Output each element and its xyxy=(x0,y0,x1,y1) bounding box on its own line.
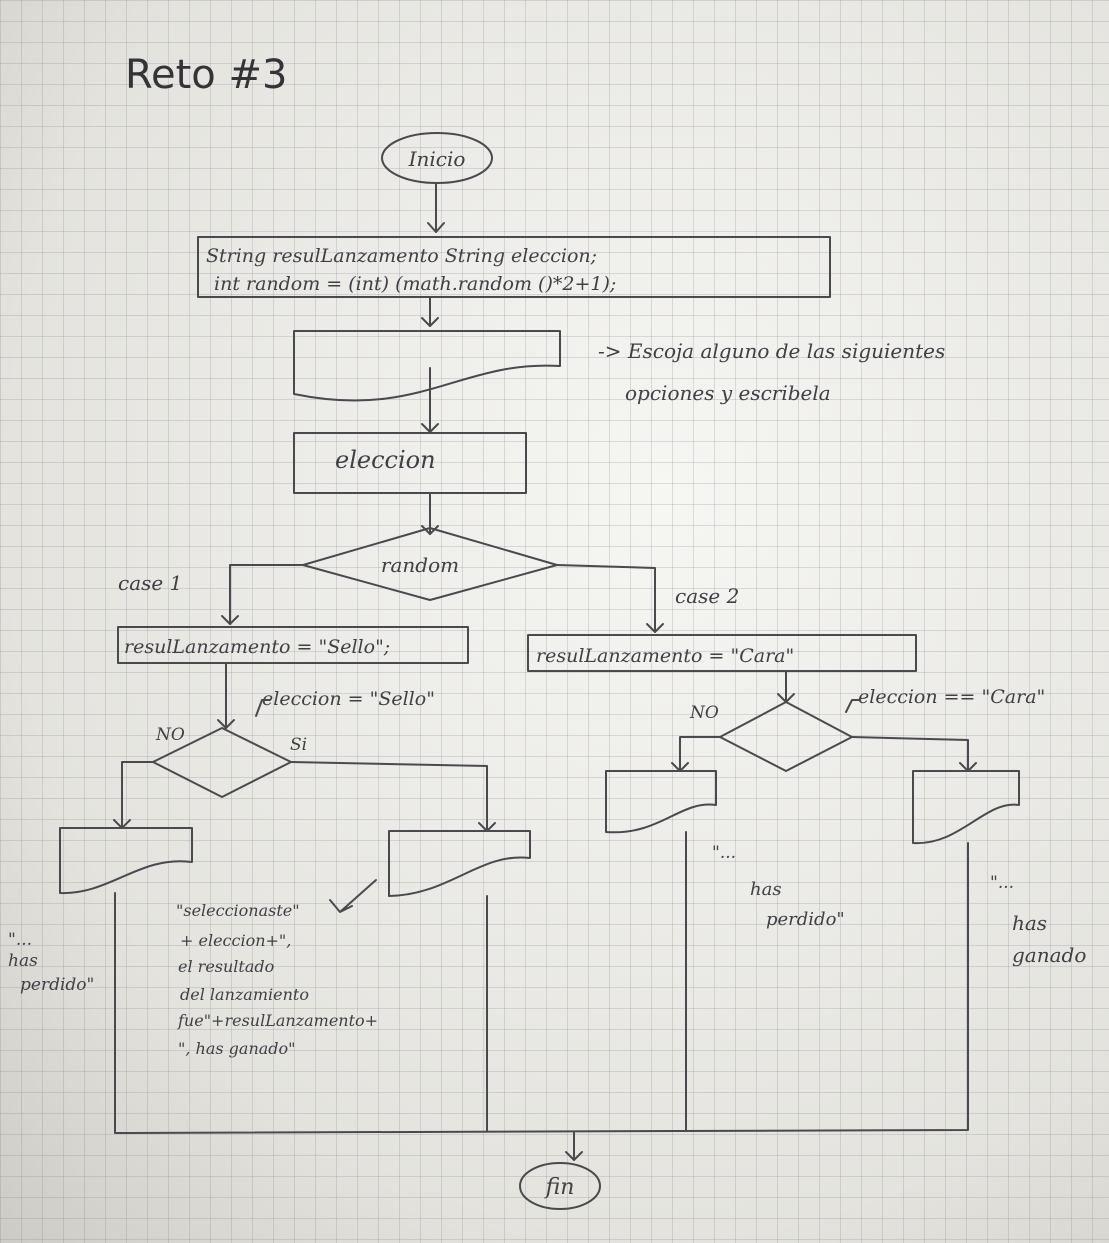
left-no-line xyxy=(121,761,154,829)
arrowhead xyxy=(221,615,239,625)
out-left-si-line6: ", has ganado" xyxy=(178,1039,296,1058)
out-left-no-line2: has xyxy=(8,951,38,971)
start-label: Inicio xyxy=(408,147,466,171)
output-right-si-shape xyxy=(912,770,1020,845)
assign-case2-text: resulLanzamento = "Cara" xyxy=(536,645,794,667)
prompt-output-shape xyxy=(293,330,561,402)
right-si-line xyxy=(851,736,969,772)
declarations-box xyxy=(197,236,831,298)
case1-line xyxy=(229,564,304,625)
switch-var-label: random xyxy=(381,553,459,577)
left-si-line xyxy=(290,761,488,832)
flowchart-title: Reto #3 xyxy=(125,52,287,98)
out-right-si-line1: "... xyxy=(990,873,1014,893)
output-left-si-shape xyxy=(388,830,531,897)
left-si-label: Si xyxy=(290,735,307,755)
left-decision-diamond xyxy=(152,727,292,798)
arrowhead xyxy=(646,623,664,633)
prompt-note-line1: -> Escoja alguno de las siguientes xyxy=(598,339,945,363)
declarations-line1: String resulLanzamento String eleccion; xyxy=(206,245,597,267)
right-decision-diamond xyxy=(719,701,853,772)
assign-case1-text: resulLanzamento = "Sello"; xyxy=(124,636,390,658)
assign-case2-box xyxy=(527,634,917,672)
out-right-si-line2: has xyxy=(1012,911,1047,935)
out-right-no-line3: perdido" xyxy=(766,909,845,930)
out-left-si-line4: del lanzamiento xyxy=(180,985,309,1004)
case1-label: case 1 xyxy=(118,571,182,595)
cond-right-pointer xyxy=(845,699,861,713)
input-box xyxy=(293,432,527,494)
arrowhead xyxy=(427,222,445,233)
case2-label: case 2 xyxy=(675,584,739,608)
prompt-note-line2: opciones y escribela xyxy=(625,381,831,405)
end-label: fin xyxy=(544,1175,575,1200)
output-right-no-shape xyxy=(605,770,717,834)
case2-line xyxy=(556,564,656,633)
merge-line xyxy=(114,842,969,1134)
cond-left-pointer xyxy=(255,699,271,717)
left-no-label: NO xyxy=(155,725,185,745)
out-right-si-line3: ganado xyxy=(1012,943,1086,967)
start-terminal xyxy=(381,132,493,184)
out-left-si-line5: fue"+resulLanzamento+ xyxy=(177,1011,378,1030)
out-left-no-line3: perdido" xyxy=(20,975,94,995)
cond-left-label: eleccion = "Sello" xyxy=(262,688,435,710)
arrowhead xyxy=(217,719,235,729)
out-right-no-line2: has xyxy=(750,879,782,900)
out-left-si-line3: el resultado xyxy=(178,957,274,976)
arrowhead xyxy=(421,317,439,327)
right-no-line xyxy=(679,736,721,772)
out-right-no-line1: "... xyxy=(712,843,736,863)
right-no-label: NO xyxy=(689,703,719,723)
switch-diamond xyxy=(302,527,558,601)
out-left-si-pointer xyxy=(329,879,377,913)
end-terminal xyxy=(519,1162,601,1210)
out-left-si-line2: + eleccion+", xyxy=(180,931,291,950)
out-left-si-line1: "seleccionaste" xyxy=(176,901,300,920)
arrowhead xyxy=(565,1151,583,1161)
declarations-line2: int random = (int) (math.random ()*2+1); xyxy=(214,273,616,295)
cond-right-label: eleccion == "Cara" xyxy=(858,686,1045,708)
output-left-no-shape xyxy=(59,827,193,895)
out-left-no-line1: "... xyxy=(8,930,32,950)
assign-case1-box xyxy=(117,626,469,664)
input-box-label: eleccion xyxy=(335,446,436,474)
